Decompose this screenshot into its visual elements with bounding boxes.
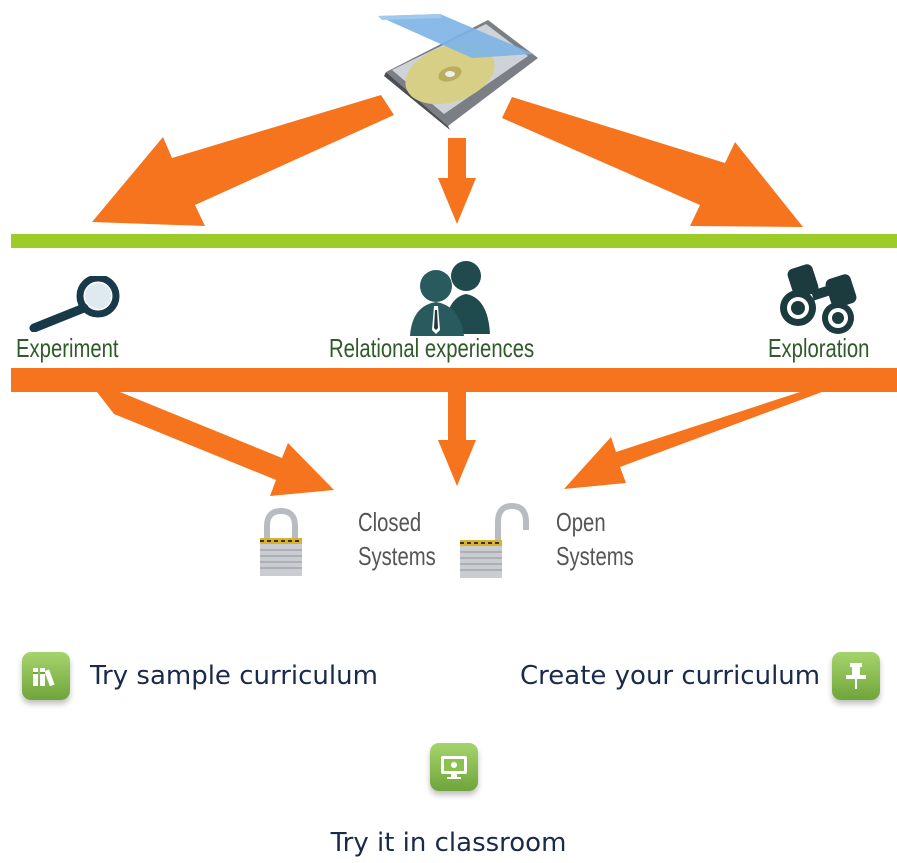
arrow-bottom-right: [564, 392, 822, 489]
try-sample-curriculum-label: Try sample curriculum: [90, 661, 378, 691]
create-your-curriculum-label: Create your curriculum: [520, 661, 821, 691]
binoculars-icon: [776, 262, 872, 338]
relational-experiences-label: Relational experiences: [329, 333, 535, 363]
green-divider-bar: [11, 234, 897, 248]
exploration-label: Exploration: [768, 333, 870, 363]
closed-padlock-icon: [258, 507, 304, 582]
cd-case-icon: [378, 14, 544, 134]
closed-systems-label: Closed Systems: [358, 505, 436, 573]
closed-label-line1: Closed: [358, 507, 422, 537]
open-label-line1: Open: [556, 507, 606, 537]
try-sample-curriculum-button[interactable]: Try sample curriculum: [22, 652, 378, 700]
open-padlock-icon: [458, 500, 530, 584]
closed-label-line2: Systems: [358, 541, 436, 571]
arrow-top-right: [502, 97, 803, 227]
open-label-line2: Systems: [556, 541, 634, 571]
try-it-in-classroom-button[interactable]: [430, 743, 478, 791]
arrow-top-left: [92, 95, 394, 226]
experiment-label: Experiment: [16, 333, 119, 363]
try-it-in-classroom-label[interactable]: Try it in classroom: [330, 828, 567, 858]
monitor-icon: [430, 743, 478, 791]
arrow-bottom-center: [438, 392, 476, 486]
create-your-curriculum-button[interactable]: Create your curriculum: [520, 652, 881, 700]
pushpin-icon: [832, 652, 881, 700]
orange-divider-bar: [11, 368, 897, 392]
people-icon: [408, 258, 492, 340]
open-systems-label: Open Systems: [556, 505, 634, 573]
arrow-bottom-left: [97, 392, 334, 496]
magnifier-icon: [28, 274, 124, 336]
arrow-top-center: [438, 138, 476, 224]
books-icon: [22, 652, 70, 700]
